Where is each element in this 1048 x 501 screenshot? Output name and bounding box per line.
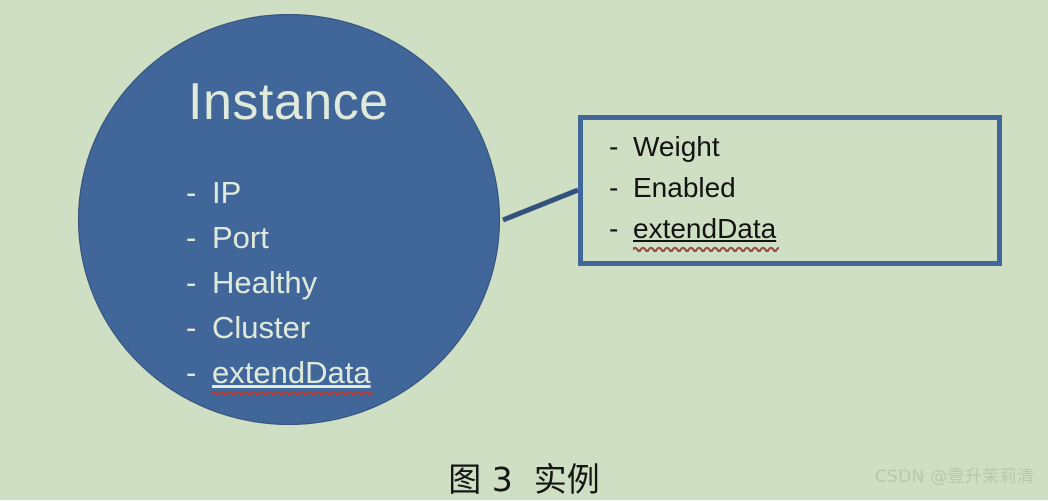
attribute-field-list: - Weight - Enabled - extendData xyxy=(609,131,979,254)
entity-field-port: - Port xyxy=(186,220,486,265)
attribute-field-enabled: - Enabled xyxy=(609,172,979,213)
attribute-box: - Weight - Enabled - extendData xyxy=(578,115,1002,266)
bullet-dash-icon: - xyxy=(186,265,197,300)
bullet-dash-icon: - xyxy=(609,131,619,162)
bullet-dash-icon: - xyxy=(186,310,197,345)
csdn-watermark: CSDN @壹升茉莉清 xyxy=(874,467,1034,487)
entity-circle-instance: Instance - IP - Port - Healthy - Cluster… xyxy=(78,14,500,425)
bullet-dash-icon: - xyxy=(186,220,197,255)
entity-field-healthy: - Healthy xyxy=(186,265,486,310)
entity-field-ip: - IP xyxy=(186,175,486,220)
entity-field-label: Healthy xyxy=(212,265,318,300)
attribute-field-extenddata: - extendData xyxy=(609,213,979,254)
entity-field-label: Port xyxy=(212,220,269,255)
bullet-dash-icon: - xyxy=(609,213,619,244)
bullet-dash-icon: - xyxy=(186,175,197,210)
entity-field-label: Cluster xyxy=(212,310,311,345)
entity-title: Instance xyxy=(188,73,389,131)
entity-field-label: IP xyxy=(212,175,242,210)
entity-field-extenddata: - extendData xyxy=(186,355,486,400)
entity-field-label-misspelled: extendData xyxy=(212,355,374,396)
figure-caption: 图 3 实例 xyxy=(448,460,600,499)
attribute-field-label: Enabled xyxy=(633,172,736,203)
attribute-field-label: Weight xyxy=(633,131,720,162)
bullet-dash-icon: - xyxy=(609,172,619,203)
bullet-dash-icon: - xyxy=(186,355,197,390)
entity-field-list: - IP - Port - Healthy - Cluster - extend… xyxy=(186,175,486,400)
entity-field-cluster: - Cluster xyxy=(186,310,486,355)
attribute-field-weight: - Weight xyxy=(609,131,979,172)
attribute-field-label-misspelled: extendData xyxy=(633,213,780,252)
